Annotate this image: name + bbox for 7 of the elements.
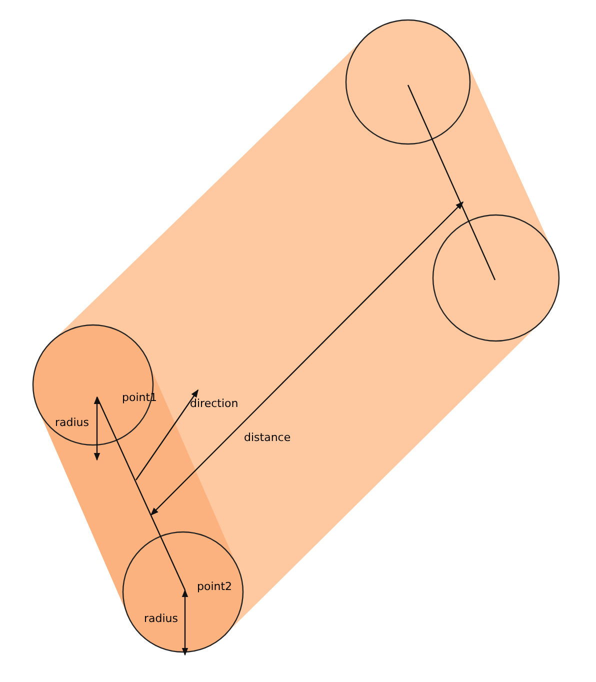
radius-label: radius (55, 416, 90, 430)
distance-label: distance (244, 431, 291, 445)
radius-label: radius (144, 612, 178, 626)
point-label: point2 (197, 580, 232, 594)
direction-label: direction (190, 397, 238, 411)
center-line (96, 396, 186, 590)
center-line (407, 84, 496, 280)
